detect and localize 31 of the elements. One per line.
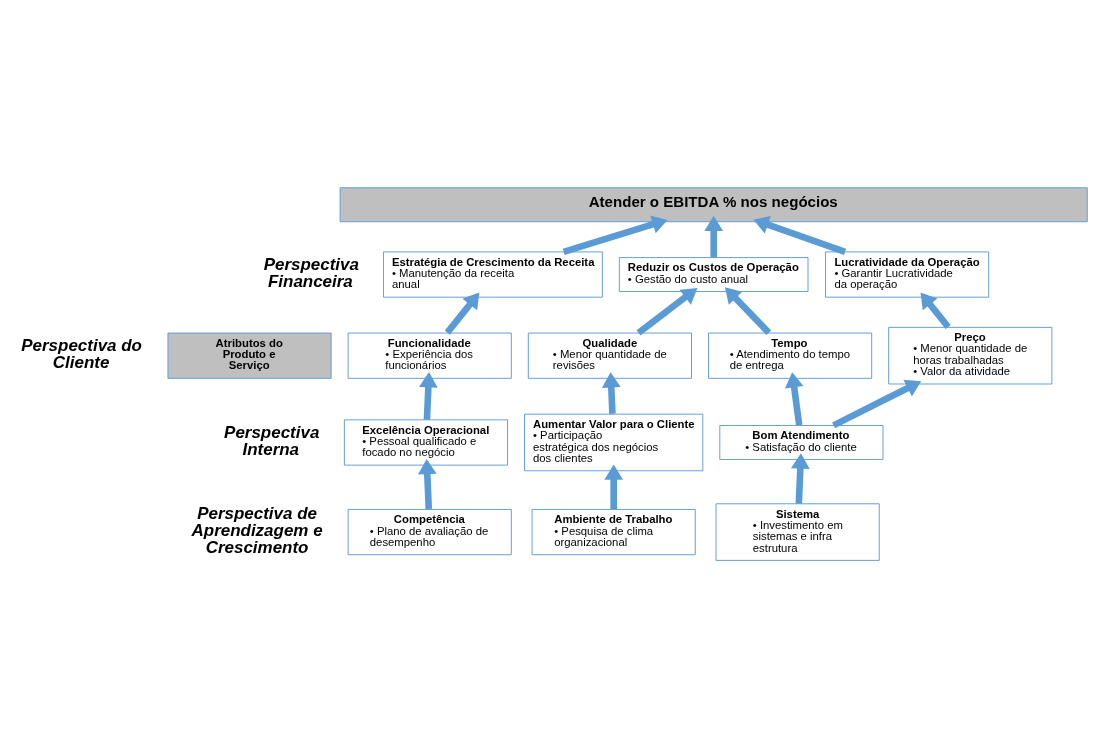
arrow (704, 215, 724, 258)
node-box: Atender o EBITDA % nos negócios (339, 187, 1088, 223)
arrow (419, 372, 438, 420)
node-box: Aumentar Valor para o Cliente • Participação estratégica dos negócios dos clientes (524, 413, 704, 472)
label: Perspectiva Interna (224, 423, 320, 460)
node-box: Sistema • Investimento em sistemas e infra estrutura (715, 503, 880, 561)
node-box: Estratégia de Crescimento da Receita • Manutenção da receita anual (383, 251, 603, 298)
node-box: Atributos do Produto e Serviço (167, 332, 332, 379)
node-box: Excelência Operacional • Pessoal qualificado e focado no negócio (343, 419, 509, 466)
label: Perspectiva de Aprendizagem e Crescimento (191, 504, 323, 558)
arrow (784, 372, 804, 426)
node-box: Competência • Plano de avaliação de desempenho (347, 509, 512, 556)
node-box: Tempo • Atendimento do tempo de entrega (708, 332, 873, 379)
arrow (832, 379, 922, 429)
arrow (417, 458, 437, 510)
arrow (920, 292, 951, 330)
node-box: Lucratividade da Operação • Garantir Lucratividade da operação (825, 251, 990, 298)
node-box: Preço • Menor quantidade de horas trabalhadas • Valor da atividade (888, 326, 1053, 385)
node-box: Reduzir os Custos de Operação • Gestão do custo anual (618, 257, 809, 292)
arrow (636, 287, 698, 336)
node-box: Bom Atendimento • Satisfação do cliente (719, 425, 884, 460)
arrow (444, 292, 480, 335)
label: Perspectiva Financeira (263, 255, 359, 292)
node-box: Ambiente de Trabalho • Pesquisa de clima organizacional (531, 509, 696, 556)
node-box: Funcionalidade • Experiência dos funcionários (347, 332, 512, 379)
arrow (753, 215, 847, 255)
arrow (724, 287, 772, 335)
label: Perspectiva do Cliente (21, 336, 142, 373)
arrow (790, 453, 810, 504)
arrow (604, 464, 624, 509)
node-box: Qualidade • Menor quantidade de revisões (527, 332, 692, 379)
